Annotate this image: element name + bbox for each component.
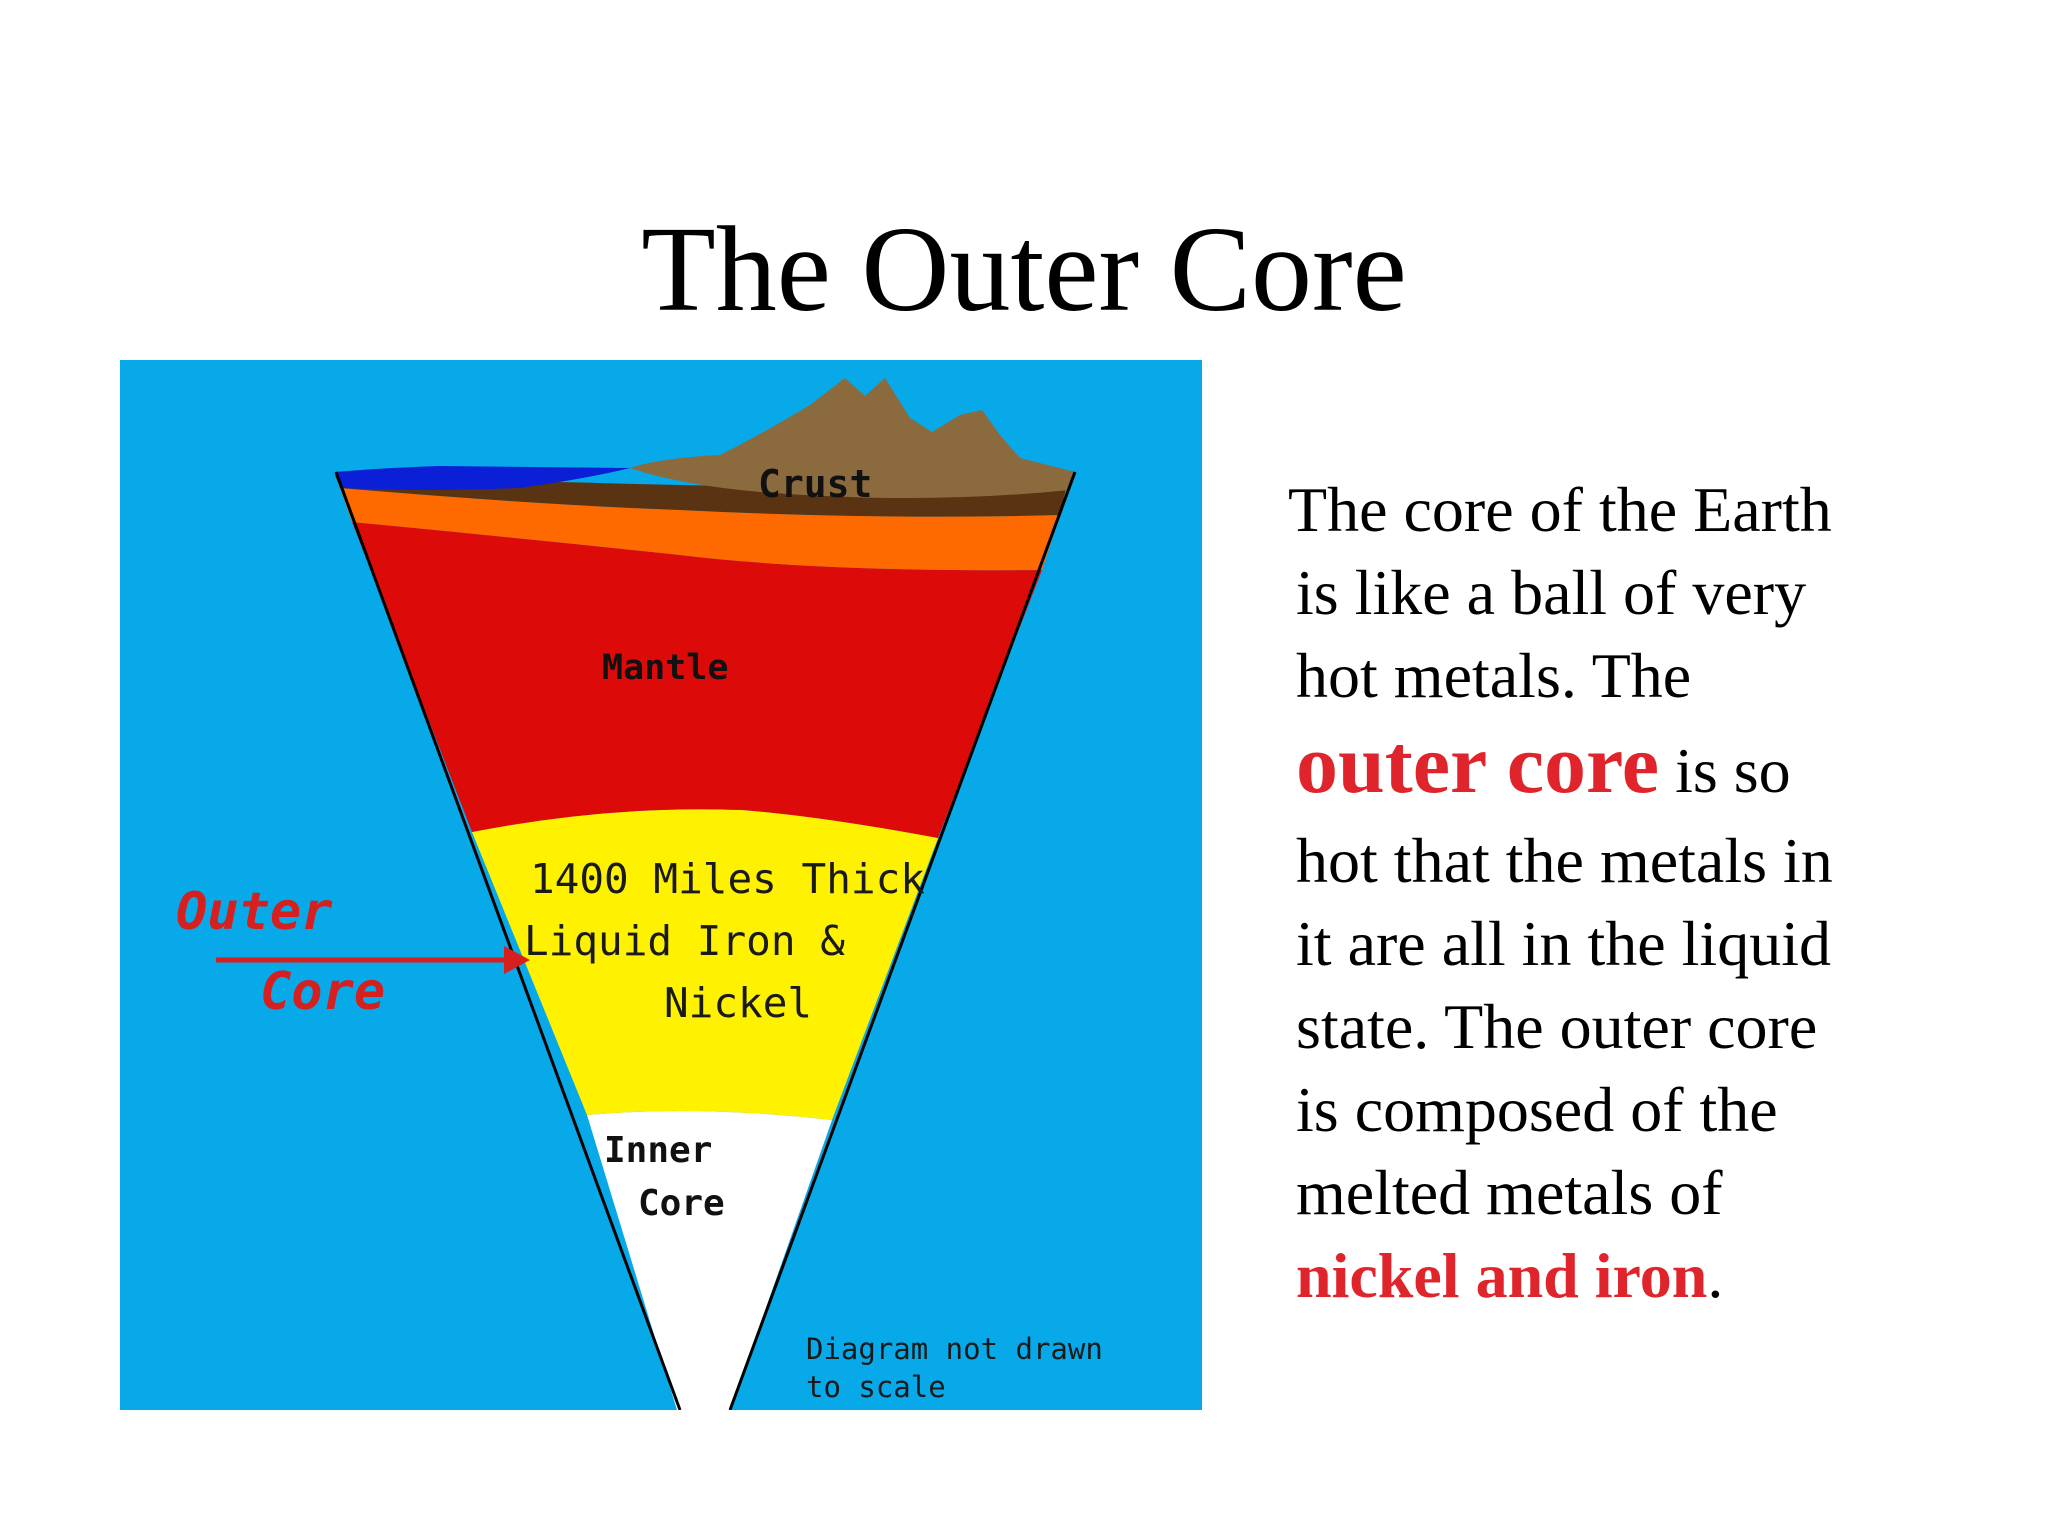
body-line: hot metals. The xyxy=(1296,640,1692,711)
ocean-layer xyxy=(335,466,630,490)
body-line: is composed of the xyxy=(1296,1074,1778,1145)
crust-land xyxy=(630,378,1075,499)
crust-label: Crust xyxy=(758,462,873,506)
mantle-label: Mantle xyxy=(602,648,729,688)
body-line-rest: is so xyxy=(1659,735,1791,806)
body-line-highlight: outer core is so xyxy=(1296,717,1936,819)
outer-core-region xyxy=(472,809,938,1120)
inner-core-label-line2: Core xyxy=(638,1183,725,1224)
nickel-iron-highlight: nickel and iron xyxy=(1296,1240,1708,1311)
end-punctuation: . xyxy=(1707,1240,1724,1311)
outer-core-arrow-head xyxy=(504,946,530,974)
outer-core-thickness-label: 1400 Miles Thick xyxy=(530,855,925,903)
body-line: it are all in the liquid xyxy=(1296,908,1831,979)
body-line: melted metals of xyxy=(1296,1157,1723,1228)
wedge-left-edge xyxy=(334,471,682,1410)
body-line-final: nickel and iron. xyxy=(1296,1234,1936,1317)
mantle-region xyxy=(352,522,1042,838)
earth-layers-diagram: Crust Mantle 1400 Miles Thick Liquid Iro… xyxy=(120,360,1202,1410)
wedge-right-edge xyxy=(728,471,1077,1410)
outer-core-pointer-label-line1: Outer xyxy=(176,882,333,942)
outer-core-highlight: outer core xyxy=(1296,718,1660,811)
body-line: The core of the Earth xyxy=(1288,474,1832,545)
body-line: state. The outer core xyxy=(1296,991,1818,1062)
scale-note-line2: to scale xyxy=(806,1370,946,1404)
outer-core-nickel-label: Nickel xyxy=(664,979,813,1027)
slide-title: The Outer Core xyxy=(641,202,1407,337)
body-paragraph: The core of the Earth is like a ball of … xyxy=(1288,468,1936,1317)
body-line: hot that the metals in xyxy=(1296,825,1833,896)
body-line: is like a ball of very xyxy=(1296,557,1807,628)
earth-wedge-graphic xyxy=(120,360,1202,1410)
inner-core-label-line1: Inner xyxy=(604,1130,713,1171)
outer-core-pointer-label-line2: Core xyxy=(260,962,386,1022)
inner-core-region xyxy=(587,1111,832,1410)
upper-mantle-region xyxy=(340,488,1060,571)
outer-core-composition-label: Liquid Iron & xyxy=(524,917,845,965)
scale-note-line1: Diagram not drawn xyxy=(806,1332,1103,1366)
